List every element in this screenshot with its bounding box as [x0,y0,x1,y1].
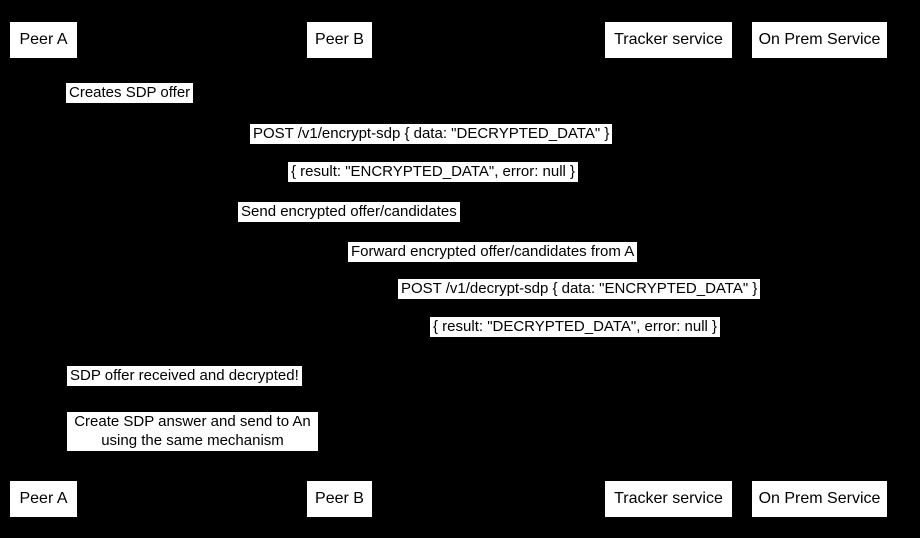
message-encrypt-result: { result: "ENCRYPTED_DATA", error: null … [288,162,579,182]
actor-peer-b-top: Peer B [307,22,372,58]
message-creates-sdp-offer: Creates SDP offer [66,83,194,103]
note-line-1: Create SDP answer and send to An [74,413,311,430]
note-line-2: using the same mechanism [101,431,284,449]
message-decrypt-result: { result: "DECRYPTED_DATA", error: null … [430,317,721,337]
message-post-encrypt-sdp: POST /v1/encrypt-sdp { data: "DECRYPTED_… [250,124,613,144]
actor-tracker-service-top: Tracker service [605,22,732,58]
actor-on-prem-service-top: On Prem Service [752,22,887,58]
actor-peer-a-top: Peer A [10,22,77,58]
actor-peer-a-bottom: Peer A [10,481,77,517]
message-send-encrypted-offer: Send encrypted offer/candidates [238,202,460,222]
actor-tracker-service-bottom: Tracker service [605,481,732,517]
note-create-sdp-answer: Create SDP answer and send to An using t… [67,412,318,451]
message-post-decrypt-sdp: POST /v1/decrypt-sdp { data: "ENCRYPTED_… [398,279,761,299]
actor-peer-b-bottom: Peer B [307,481,372,517]
message-sdp-offer-received: SDP offer received and decrypted! [67,366,302,386]
actor-on-prem-service-bottom: On Prem Service [752,481,887,517]
message-forward-encrypted-offer: Forward encrypted offer/candidates from … [348,242,638,262]
